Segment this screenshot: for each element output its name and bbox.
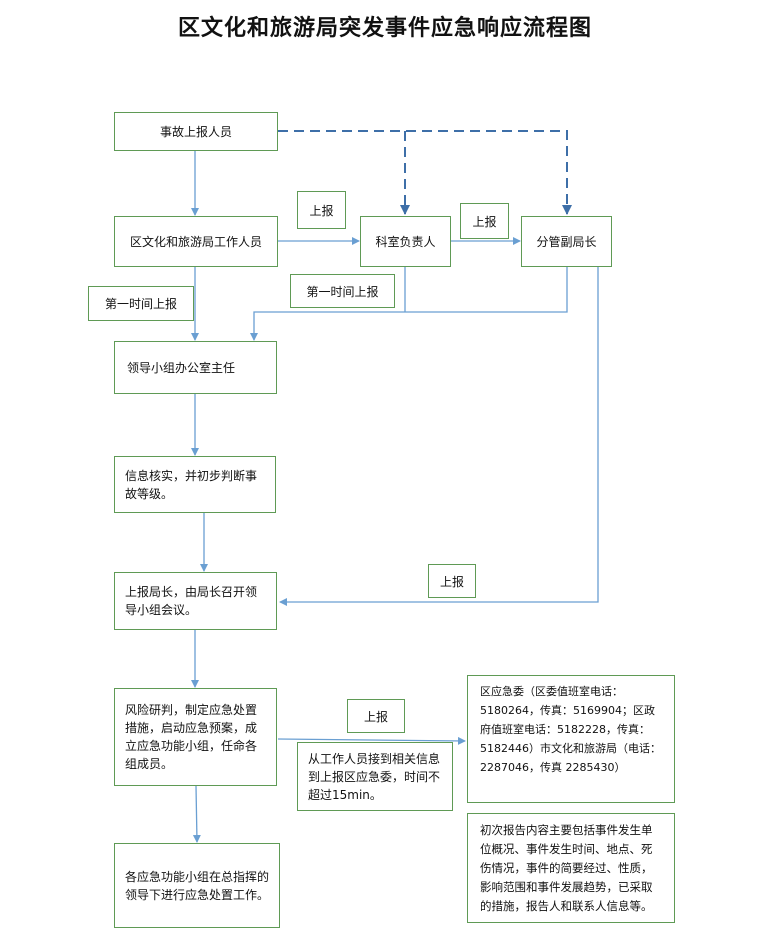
label-first-time-2: 第一时间上报 <box>290 274 395 308</box>
node-report-director: 上报局长，由局长召开领导小组会议。 <box>114 572 277 630</box>
arrow-risk-contacts <box>277 736 466 745</box>
node-report-content: 初次报告内容主要包括事件发生单位概况、事件发生时间、地点、死伤情况，事件的简要经… <box>467 813 675 923</box>
label-first-time-1: 第一时间上报 <box>88 286 194 321</box>
label-report-2: 上报 <box>460 203 509 239</box>
node-verify: 信息核实，并初步判断事故等级。 <box>114 456 276 513</box>
page-title: 区文化和旅游局突发事件应急响应流程图 <box>177 15 592 41</box>
node-contacts: 区应急委（区委值班室电话：5180264，传真：5169904；区政府值班室电话… <box>467 675 675 803</box>
label-report-4: 上报 <box>347 699 405 733</box>
node-risk: 风险研判，制定应急处置措施，启动应急预案，成立应急功能小组，任命各组成员。 <box>114 688 277 786</box>
node-staff: 区文化和旅游局工作人员 <box>114 216 278 267</box>
arrow-deputy-director <box>279 267 599 606</box>
node-deputy: 分管副局长 <box>521 216 612 267</box>
dashed-reporter-leaders <box>278 130 572 215</box>
node-time-limit: 从工作人员接到相关信息到上报区应急委，时间不超过15min。 <box>297 742 453 811</box>
arrow-risk-groups <box>192 785 201 843</box>
label-report-1: 上报 <box>297 191 346 229</box>
node-groups: 各应急功能小组在总指挥的领导下进行应急处置工作。 <box>114 843 280 928</box>
node-section-head: 科室负责人 <box>360 216 451 267</box>
label-report-3: 上报 <box>428 564 476 598</box>
node-reporter: 事故上报人员 <box>114 112 278 151</box>
node-office-director: 领导小组办公室主任 <box>114 341 277 394</box>
